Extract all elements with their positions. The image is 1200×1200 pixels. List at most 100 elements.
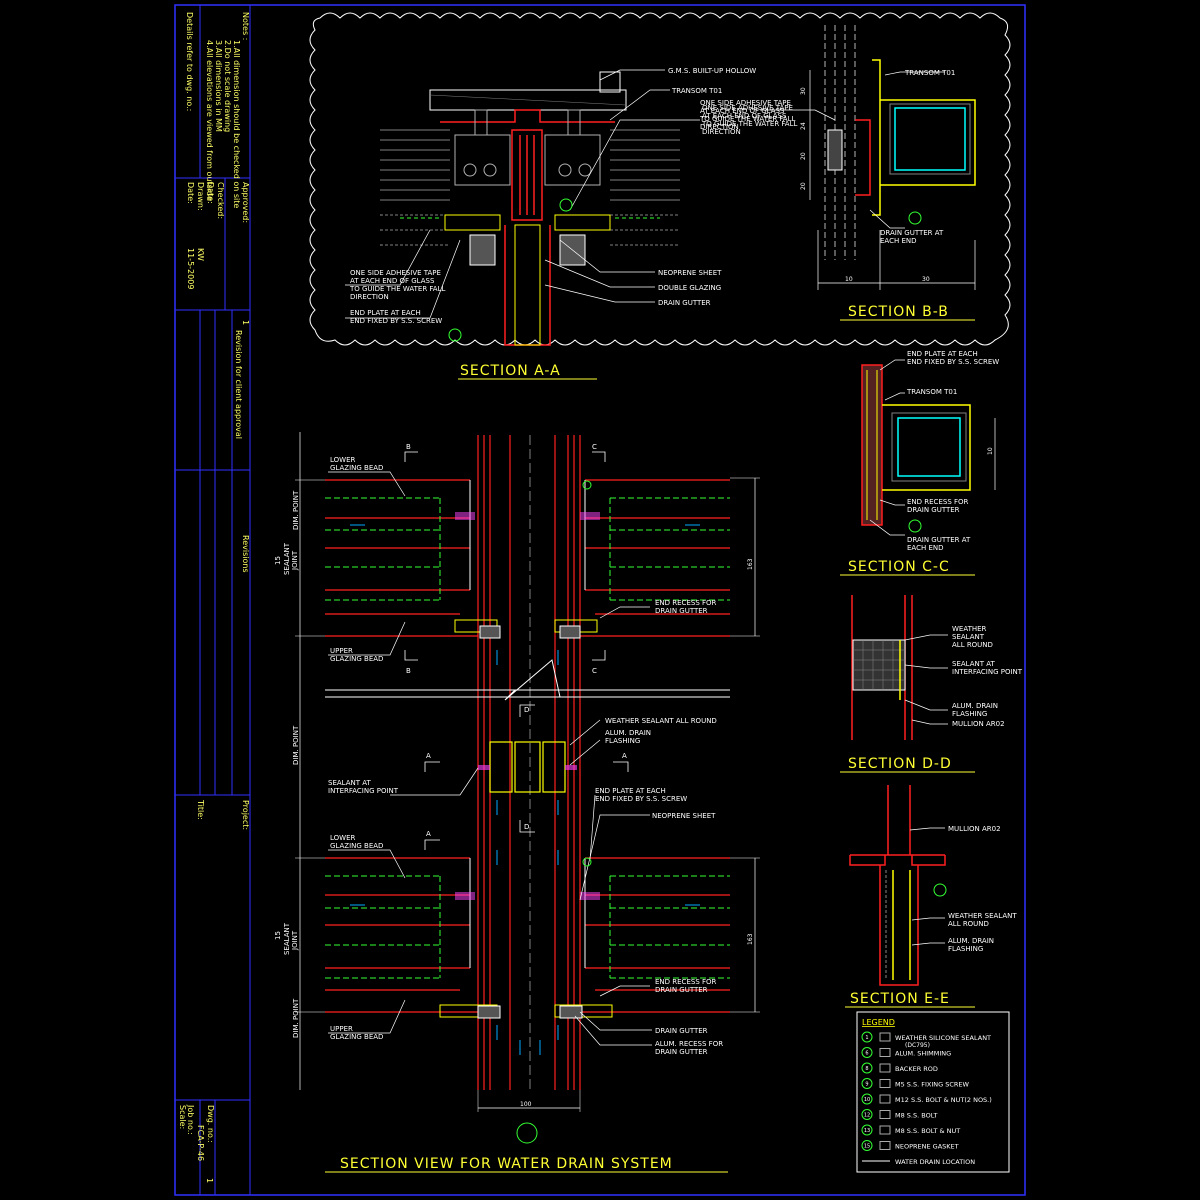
legend-number: 13 [864, 1128, 870, 1134]
cc-recess-1: END RECESS FOR [907, 498, 969, 506]
dd-flashing-1: ALUM. DRAIN [952, 702, 998, 710]
aa-tape-3: TO GUIDE THE WATER FALL [701, 120, 797, 128]
job-no-label: Job no.: [186, 1104, 195, 1135]
drawn-value: KW [196, 248, 205, 261]
aa-gms-label: G.M.S. BUILT-UP HOLLOW [668, 67, 756, 75]
legend-marker [861, 1062, 873, 1074]
dd-sealant-1: SEALANT AT [952, 660, 995, 668]
marker-a-right: A [622, 752, 627, 760]
drain-flashing-boxes [489, 741, 566, 793]
section-ee-title: SECTION E-E [850, 991, 950, 1007]
note-3: 3.All dimensions in MM [214, 40, 223, 132]
aa-tape-left-2: AT EACH END OF GLASS [350, 277, 435, 285]
lower-bead-2a: LOWER [330, 834, 356, 842]
dim-point-3: DIM. POINT [292, 998, 300, 1038]
bb-tape-3: TO GUIDE THE WATER FALL [699, 115, 795, 123]
cc-recess-2: DRAIN GUTTER [907, 506, 960, 514]
dim-point-1: DIM. POINT [292, 490, 300, 530]
aa-tape-left-4: DIRECTION [350, 293, 389, 301]
section-bb-title: SECTION B-B [848, 304, 949, 320]
legend-item-label: WATER DRAIN LOCATION [895, 1158, 975, 1166]
section-cc: 10 END PLATE AT EACH END FIXED BY S.S. S… [840, 350, 999, 576]
upper-bead-2a: UPPER [330, 1025, 353, 1033]
legend-number: 9 [865, 1082, 868, 1088]
legend-marker [861, 1140, 873, 1151]
bb-dim-1: 10 [845, 276, 853, 283]
dim-point-2: DIM. POINT [292, 725, 300, 765]
title-strip [174, 4, 251, 1196]
dd-weather-3: ALL ROUND [952, 641, 993, 649]
legend-item-label: M8 S.S. BOLT [895, 1112, 937, 1120]
end-recess-1a: END RECESS FOR [655, 599, 717, 607]
revision-number: 1 [241, 320, 250, 325]
ee-weather-2: ALL ROUND [948, 920, 989, 928]
legend-number: 15 [864, 1144, 870, 1150]
aa-tape-left-3: TO GUIDE THE WATER FALL [349, 285, 445, 293]
upper-bead-1a: UPPER [330, 647, 353, 655]
main-neoprene: NEOPRENE SHEET [652, 812, 716, 820]
main-section-title: SECTION VIEW FOR WATER DRAIN SYSTEM [340, 1156, 673, 1172]
cc-gutter-2: EACH END [907, 544, 944, 552]
sealant-joint-a2: SEALANT [283, 922, 291, 955]
cc-end-plate [861, 364, 883, 526]
legend-symbol [879, 1125, 891, 1135]
marker-c-bottom: C [592, 667, 597, 675]
legend-number: 1 [865, 1035, 868, 1041]
marker-b-bottom: B [406, 667, 411, 675]
legend-symbol [879, 1094, 891, 1104]
end-recess-2a: END RECESS FOR [655, 978, 717, 986]
upper-bead-1b: GLAZING BEAD [330, 655, 383, 663]
bb-tape-1: ONE SIDE ADHESIVE TAPE [700, 99, 791, 107]
legend-item-label: WEATHER SILICONE SEALANT [895, 1034, 991, 1042]
sealant-interfacing-1: SEALANT AT [328, 779, 371, 787]
bb-transom-label: TRANSOM T01 [904, 69, 955, 77]
title-label: Title: [196, 799, 205, 820]
main-endplate-2: END FIXED BY S.S. SCREW [595, 795, 687, 803]
glass-hatch [380, 129, 680, 246]
notes-heading: Notes : [241, 12, 250, 40]
legend-marker [861, 1093, 873, 1105]
legend-marker [861, 1109, 873, 1120]
width-dim: 100 [520, 1101, 532, 1108]
aa-tape-1: ONE SIDE ADHESIVE TAPE [702, 104, 793, 112]
bb-tape-2: AT EACH END OF GLASS [700, 107, 785, 115]
aa-tape-4: DIRECTION [702, 128, 741, 136]
project-label: Project: [241, 800, 250, 830]
section-ee: MULLION AR02 WEATHER SEALANT ALL ROUND A… [845, 785, 1017, 1008]
date-label: Date: [206, 182, 215, 204]
sealant-interfacing-2: INTERFACING POINT [328, 787, 399, 795]
note-2: 2.Do not scale drawing [223, 40, 232, 132]
dwg-no-label: Dwg. no.: [206, 1105, 215, 1143]
lower-bead-1b: GLAZING BEAD [330, 464, 383, 472]
aa-endplate-1: END PLATE AT EACH [350, 309, 421, 317]
title-block: Notes : 1.All dimension should be checke… [174, 4, 1026, 1196]
legend-symbol [879, 1048, 891, 1057]
bb-gutter-2: EACH END [880, 237, 917, 245]
svg-text:24: 24 [800, 122, 807, 130]
section-aa: G.M.S. BUILT-UP HOLLOW TRANSOM T01 ONE S… [309, 12, 1011, 380]
aa-brackets [454, 109, 601, 186]
legend-number: 12 [864, 1113, 870, 1119]
lower-bead-2b: GLAZING BEAD [330, 842, 383, 850]
legend-symbol [879, 1141, 891, 1150]
legend-item-label: M8 S.S. BOLT & NUT [895, 1127, 960, 1135]
date-label-2: Date: [186, 182, 195, 204]
dd-sealant-block [852, 639, 906, 691]
aa-endplate-2: END FIXED BY S.S. SCREW [350, 317, 442, 325]
note-1: 1.All dimension should be checked on sit… [232, 40, 241, 208]
end-recess-2b: DRAIN GUTTER [655, 986, 708, 994]
sealant-joint-a1: SEALANT [283, 542, 291, 575]
marker-a-left: A [426, 752, 431, 760]
alum-flashing-1: ALUM. DRAIN [605, 729, 651, 737]
dd-flashing-2: FLASHING [952, 710, 987, 718]
aa-tape-2: AT EACH END OF GLASS [702, 112, 787, 120]
upper-bead-2b: GLAZING BEAD [330, 1033, 383, 1041]
bb-dim-2: 30 [922, 276, 930, 283]
ee-weather-1: WEATHER SEALANT [948, 912, 1017, 920]
legend-box [856, 1011, 1010, 1173]
drain-arrows [350, 524, 700, 1055]
weather-sealant-label: WEATHER SEALANT ALL ROUND [605, 717, 717, 725]
